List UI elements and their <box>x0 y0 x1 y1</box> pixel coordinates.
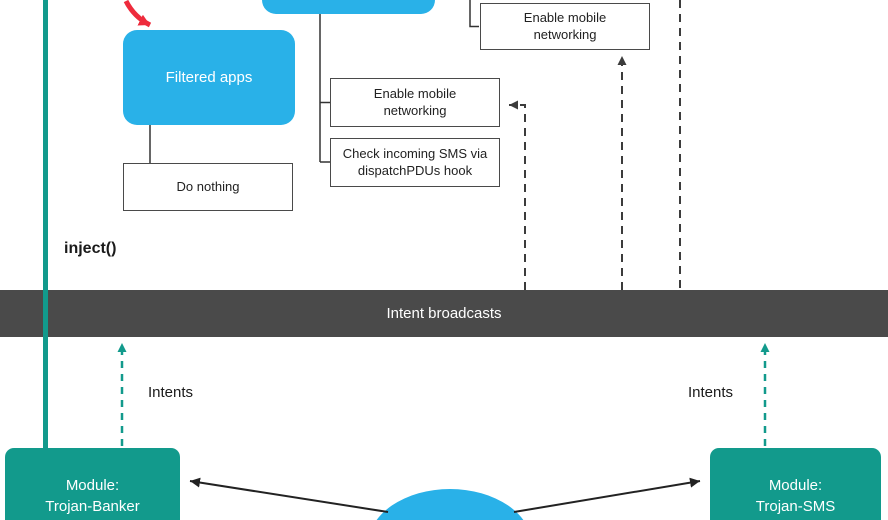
module-trojan-banker-box: Module: Trojan-Banker <box>5 448 180 520</box>
intents-label-right: Intents <box>688 384 734 401</box>
intents-label-left: Intents <box>148 384 194 401</box>
enable-mobile-networking-box-top: Enable mobile networking <box>480 3 650 50</box>
red-arrow <box>123 0 152 28</box>
check-incoming-sms-label: Check incoming SMS via dispatchPDUs hook <box>342 145 488 178</box>
arrow-to-trojan-sms <box>513 477 701 513</box>
filtered-apps-box: Filtered apps <box>123 30 295 125</box>
enable-mobile-networking-label-top: Enable mobile networking <box>523 9 607 42</box>
module-sms-line2: Trojan-SMS <box>755 498 836 515</box>
module-trojan-sms-box: Module: Trojan-SMS <box>710 448 881 520</box>
intent-broadcasts-label: Intent broadcasts <box>386 305 502 322</box>
module-banker-line1: Module: <box>65 477 120 494</box>
dashed-arrow-to-enable-mid <box>509 100 526 290</box>
check-incoming-sms-box: Check incoming SMS via dispatchPDUs hook <box>330 138 500 187</box>
inject-label: inject() <box>64 240 117 257</box>
top-process-box <box>262 0 435 14</box>
topbox-to-enable-top-connector <box>469 0 479 28</box>
enable-mobile-networking-box-mid: Enable mobile networking <box>330 78 500 127</box>
do-nothing-box: Do nothing <box>123 163 293 211</box>
topbox-to-white-boxes-connector <box>319 14 330 163</box>
enable-mobile-networking-label-mid: Enable mobile networking <box>373 85 457 118</box>
center-ellipse <box>368 489 532 520</box>
filtered-apps-label: Filtered apps <box>165 69 253 86</box>
do-nothing-label: Do nothing <box>176 178 240 194</box>
intent-broadcasts-bar: Intent broadcasts <box>0 290 888 337</box>
module-banker-line2: Trojan-Banker <box>45 498 140 515</box>
arrow-to-trojan-banker <box>189 477 389 513</box>
module-sms-line1: Module: <box>768 477 823 494</box>
